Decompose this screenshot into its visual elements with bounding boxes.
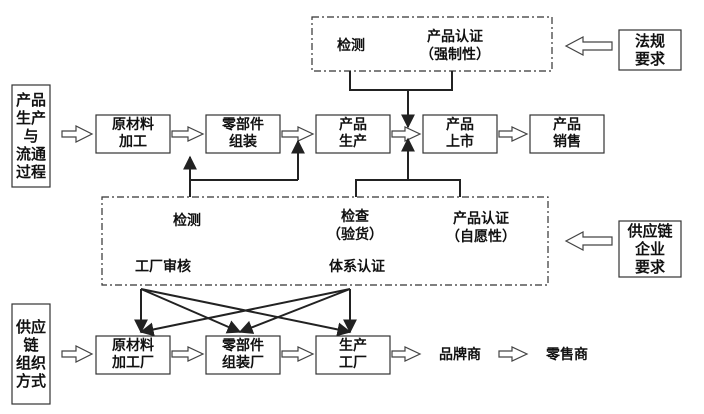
audit-arrow [238, 288, 351, 334]
audit-arrow [140, 288, 242, 334]
enterprise-to-market-connector [408, 179, 461, 197]
flow-step-sales: 产品 销售 [553, 117, 581, 150]
hollow-arrow-icon [61, 345, 94, 363]
flow-step-box-1 [95, 114, 171, 154]
supply-step-retailer: 零售商 [546, 346, 588, 363]
legal-requirements-label: 法规 要求 [634, 32, 665, 68]
hollow-arrow-icon [171, 126, 205, 142]
supply-step-box-1 [95, 335, 171, 375]
hollow-arrow-icon [391, 126, 422, 142]
hollow-arrow-icon [564, 36, 613, 56]
audit-arrow [139, 288, 351, 337]
legal-to-market-connector [408, 71, 453, 91]
supply-step-production-factory: 生产 工厂 [339, 338, 367, 371]
enterprise-item-certification: 产品认证 （自愿性） [446, 211, 516, 245]
flow-step-box-3 [315, 114, 391, 154]
hollow-arrow-icon [61, 125, 94, 143]
hollow-arrow-icon [281, 126, 315, 142]
hollow-arrow-icon [391, 346, 422, 362]
enterprise-requirements-label: 供应链 企业 要求 [627, 222, 673, 276]
flow-process-label: 产品 生产 与 流通 过程 [15, 91, 46, 181]
legal-item-certification: 产品认证 （强制性） [420, 29, 490, 63]
supply-step-brand: 品牌商 [439, 346, 481, 363]
hollow-arrow-icon [171, 346, 205, 362]
hollow-arrow-icon [564, 231, 613, 251]
flow-step-market: 产品 上市 [446, 117, 474, 150]
supply-organization-box [11, 303, 51, 405]
flow-step-box-5 [529, 114, 605, 154]
enterprise-to-market-connector [355, 179, 408, 197]
flow-step-assembly: 零部件 组装 [222, 117, 264, 150]
flow-step-raw-materials: 原材料 加工 [112, 117, 154, 150]
supply-step-box-3 [315, 335, 391, 375]
supply-step-materials-factory: 原材料 加工厂 [112, 338, 154, 371]
flow-step-production: 产品 生产 [339, 117, 367, 150]
legal-item-testing: 检测 [337, 38, 365, 54]
enterprise-requirements-box [618, 220, 682, 278]
enterprise-item-testing: 检测 [173, 213, 201, 229]
enterprise-item-inspection: 检查 （验货） [327, 209, 383, 243]
enterprise-item-system-certification: 体系认证 [329, 259, 385, 275]
enterprise-requirements-region [101, 196, 549, 286]
legal-to-market-connector [349, 71, 408, 91]
hollow-arrow-icon [498, 346, 529, 362]
hollow-arrow-icon [281, 346, 315, 362]
supply-step-assembly-factory: 零部件 组装厂 [222, 338, 264, 371]
legal-requirements-box [618, 29, 682, 71]
supply-organization-label: 供应 链 组织 方式 [15, 318, 46, 390]
flow-process-box [11, 84, 51, 188]
enterprise-item-factory-audit: 工厂审核 [135, 259, 191, 275]
legal-requirements-region [311, 16, 553, 72]
hollow-arrow-icon [498, 126, 529, 142]
flow-step-box-4 [422, 114, 498, 154]
flow-step-box-2 [205, 114, 281, 154]
supply-step-box-2 [205, 335, 281, 375]
